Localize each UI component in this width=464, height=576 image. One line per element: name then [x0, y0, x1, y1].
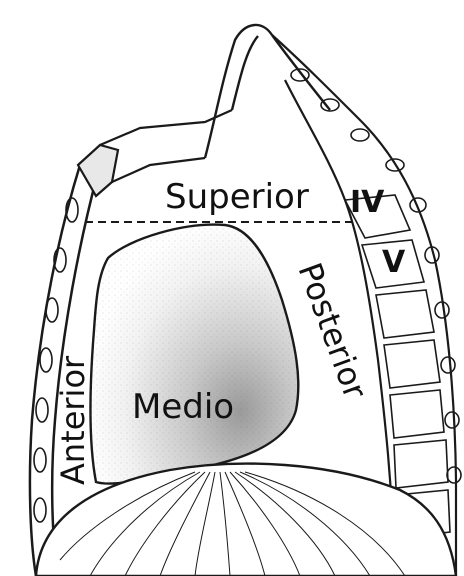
label-vertebra-v: V — [382, 245, 406, 280]
label-vertebra-iv: IV — [350, 185, 385, 220]
label-medio: Medio — [132, 387, 234, 427]
label-superior: Superior — [165, 177, 309, 217]
thoracic-inlet-apex — [205, 25, 330, 158]
label-posterior: Posterior — [290, 258, 374, 405]
label-anterior: Anterior — [54, 355, 92, 485]
